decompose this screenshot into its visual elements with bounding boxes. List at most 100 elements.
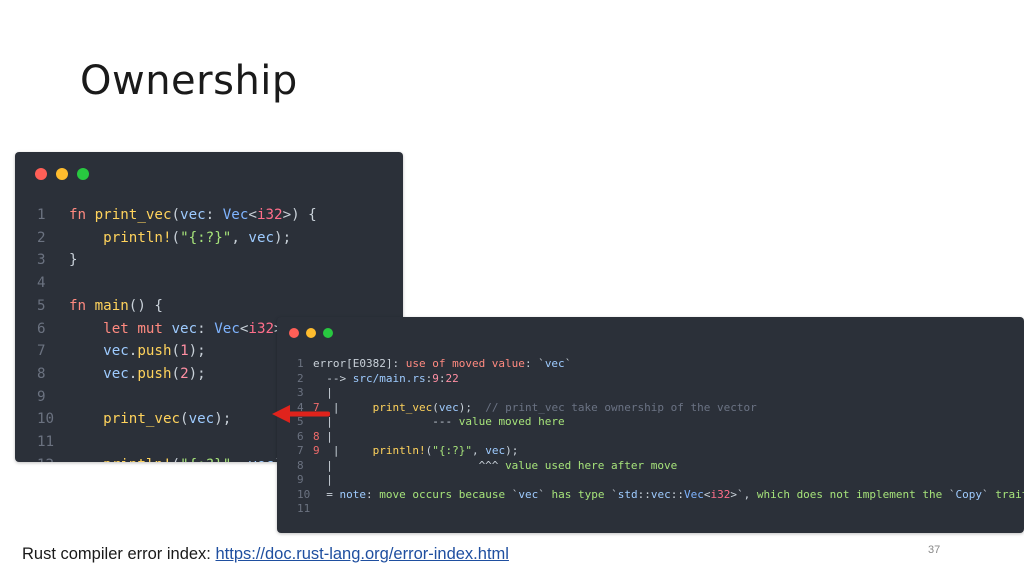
code-token: : ` [524,357,545,370]
line-number: 2 [37,229,46,246]
code-token: ( [171,343,181,360]
code-token: , [231,457,248,462]
code-token: note [339,487,367,501]
code-token: ( [171,207,181,223]
code-token: ( [172,457,181,462]
code-token: 22 [445,371,459,385]
code-token: : [205,207,223,223]
line-number: 9 [37,388,46,405]
code-token: } [69,252,78,269]
line-number: 5 [297,415,304,428]
code-token: vec [485,444,506,457]
code-token: < [248,207,257,223]
line-number: 8 [297,458,304,472]
maximize-dot-icon [323,328,333,338]
page-number: 37 [928,544,941,556]
code-token: vec [518,487,539,501]
code-token: vec [171,320,198,337]
footer-reference: Rust compiler error index: https://doc.r… [22,545,509,564]
code-line: 4 [37,272,402,295]
code-token: , [231,229,249,246]
error-index-link[interactable]: https://doc.rust-lang.org/error-index.ht… [215,545,509,563]
code-token: ` [505,487,519,501]
code-token: fn [69,297,95,314]
line-number: 2 [297,371,304,385]
code-line: 5 | --- value moved here [297,415,1024,430]
code-token: has type [551,487,605,501]
code-token: ( [180,411,189,428]
minimize-dot-icon [56,168,68,180]
code-token: vec [180,207,206,223]
source-line-marker: 8 [313,429,320,443]
code-token: | [319,400,373,414]
code-token: vec [103,343,129,360]
code-token: i32 [710,487,731,501]
code-token: println! [103,457,171,462]
code-line: 11 [37,431,402,454]
code-line: 2 println!("{:?}", vec); [37,227,402,250]
code-token [69,230,103,246]
code-token: : [197,320,215,337]
code-token: "{:?}" [432,444,472,457]
code-token: print_vec [103,411,181,428]
line-number: 4 [297,400,304,414]
close-dot-icon [289,328,299,338]
line-number: 10 [297,487,311,501]
close-dot-icon [35,168,47,180]
code-token: value used here after move [505,458,678,472]
code-token: ( [432,400,439,414]
line-number: 10 [37,411,55,428]
code-token: < [239,320,249,337]
code-token: () { [128,297,163,314]
code-token: "{:?}" [180,457,231,462]
line-number: 7 [37,343,46,360]
code-token: 1 [180,343,189,360]
code-token: | [313,386,333,399]
code-token: error[E0382]: [313,357,406,370]
footer-label: Rust compiler error index: [22,545,216,563]
code-token: | [319,444,373,457]
line-number: 6 [37,320,46,337]
code-token: trait [995,487,1024,501]
code-token: std [617,487,638,501]
code-token: : [438,371,446,385]
code-token: | ^^^ [313,458,506,472]
code-line: 11 [297,502,1024,517]
code-token: ` [564,357,572,370]
maximize-dot-icon [77,168,89,180]
code-token [69,457,103,462]
arrow-left-icon [272,405,330,423]
code-token: :: [637,487,651,501]
code-token: | [313,473,333,486]
code-token: ` [942,487,956,501]
code-token: ( [171,229,181,246]
code-token: vec [248,457,274,462]
code-token: Vec [222,207,249,223]
code-token: ); [188,365,206,382]
code-line: 3} [37,249,402,272]
code-token: 2 [180,365,189,382]
line-number: 11 [37,434,55,451]
window-controls [35,168,89,180]
code-line: 10 print_vec(vec); [37,408,402,431]
code-token: ); [505,444,519,457]
minimize-dot-icon [306,328,316,338]
code-token: ` [982,487,996,501]
line-number: 5 [37,297,46,314]
code-line: 2 --> src/main.rs:9:22 [297,372,1024,387]
code-token: vec [438,400,459,414]
code-token: >) { [282,207,317,223]
code-token: use of moved value [405,357,525,370]
code-token [69,366,103,382]
line-number: 3 [37,252,46,269]
code-token: ); [274,229,292,246]
code-token: vec [248,229,275,246]
code-line: 7 vec.push(1); [37,340,402,363]
